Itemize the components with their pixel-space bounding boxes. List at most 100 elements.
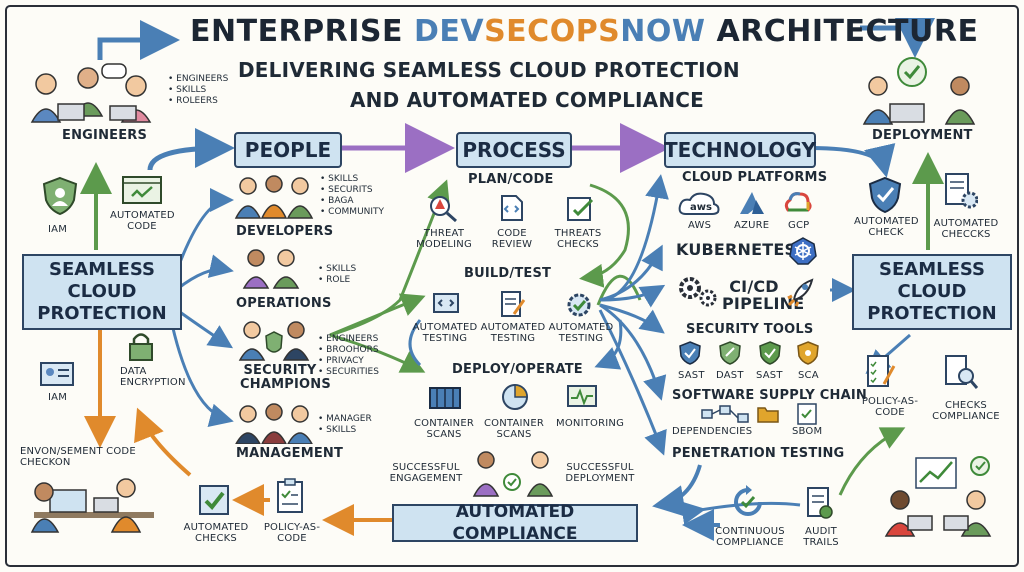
management-group-icon xyxy=(235,403,313,444)
subtitle-line2: and Automated Compliance xyxy=(350,88,705,112)
team-report-icon xyxy=(884,456,992,537)
page-title: Enterprise DevSecOpsNow Architecture xyxy=(190,14,978,49)
dast-shield-icon xyxy=(719,341,741,365)
title-dev: Dev xyxy=(413,14,485,49)
deploy-operate-label: Deploy/Operate xyxy=(452,362,583,377)
dependency-graph-icon xyxy=(701,405,749,423)
tool-sast: SAST xyxy=(678,370,705,381)
successful-engagement-label: Successful Engagement xyxy=(389,462,463,484)
security-tools-label: Security Tools xyxy=(686,322,814,337)
data-encryption-label: Data Encryption xyxy=(120,366,186,388)
successful-deployment-label: Successful Deployment xyxy=(565,462,635,484)
sbom-doc-icon xyxy=(797,403,817,425)
gcp-logo-icon xyxy=(784,192,812,212)
container-icon xyxy=(429,387,461,409)
clipboard-icon xyxy=(277,478,303,513)
build-test-label: Build/Test xyxy=(464,266,552,281)
title-part2: Architecture xyxy=(705,14,979,49)
sast-shield-2-icon xyxy=(759,341,781,365)
build-step-2: Automated Testing xyxy=(480,322,546,344)
process-header: Process xyxy=(456,132,572,168)
code-file-icon xyxy=(501,195,523,221)
tool-sca: SCA xyxy=(798,370,819,381)
left-seamless-banner: Seamless Cloud Protection xyxy=(22,254,182,330)
penetration-testing-label: Penetration Testing xyxy=(672,446,845,461)
title-sec: SecOps xyxy=(484,14,621,49)
continuous-compliance-label: Continuous Compliance xyxy=(715,526,785,548)
outer-frame xyxy=(5,5,1019,567)
edit-doc-icon xyxy=(501,291,526,317)
security-champions-label: Security Champions xyxy=(240,363,331,392)
continuous-cycle-icon xyxy=(734,485,762,516)
management-bullets: • Manager • Skills xyxy=(318,414,372,435)
left-automated-checks-label: Automated Checks xyxy=(183,522,249,544)
plan-code-label: Plan/Code xyxy=(468,172,554,187)
plan-step-1: Threat Modeling xyxy=(416,228,472,250)
folder-icon xyxy=(757,407,779,423)
title-now: Now xyxy=(620,14,706,49)
developers-bullets: • Skills • Securits • Baga • Community xyxy=(320,174,385,217)
threat-magnifier-icon xyxy=(430,196,457,222)
right-automated-checks-label: Automated Checcks xyxy=(933,218,999,240)
engineers-label: Engineers xyxy=(62,128,148,143)
operations-group-icon xyxy=(242,249,300,289)
code-monitor-icon xyxy=(433,293,459,313)
people-header: People xyxy=(234,132,342,168)
sast-shield-icon xyxy=(679,341,701,365)
arrow-top-right xyxy=(860,18,935,58)
deploy-step-3: Monitoring xyxy=(556,418,625,429)
env-code-check-label: Envon/Sement Code Checkon xyxy=(20,446,136,468)
checklist-pencil-icon xyxy=(867,355,896,387)
compliance-magnifier-icon xyxy=(945,355,978,389)
pie-scan-icon xyxy=(502,384,528,410)
cicd-pipeline-label: CI/CD Pipeline xyxy=(722,277,805,313)
audit-trails-label: Audit Trails xyxy=(803,526,839,548)
aws-cloud-icon: aws xyxy=(678,192,720,215)
cloud-azure: Azure xyxy=(734,220,770,231)
azure-logo-icon xyxy=(740,192,764,214)
supply-sbom: SBOM xyxy=(792,426,823,437)
supply-chain-label: Software Supply Chain xyxy=(672,388,867,403)
kubernetes-label: Kubernetes xyxy=(676,240,797,259)
shield-check-icon xyxy=(868,176,902,214)
deploy-step-2: Container Scans xyxy=(483,418,544,440)
automated-code-label: Automated Code xyxy=(110,210,175,232)
check-box-icon xyxy=(199,485,229,515)
automated-compliance-banner: Automated Compliance xyxy=(392,502,638,544)
cicd-gears-icon xyxy=(679,277,717,307)
celebration-people-icon xyxy=(472,451,554,497)
gear-check-icon xyxy=(567,293,591,317)
sca-shield-icon xyxy=(797,341,819,365)
arrow-engineers-people xyxy=(147,128,235,171)
build-step-1: Automated Testing xyxy=(412,322,478,344)
supply-dependencies: Dependencies xyxy=(672,426,753,437)
deployment-label: Deployment xyxy=(872,128,973,143)
padlock-icon xyxy=(129,333,153,361)
tool-sast-2: SAST xyxy=(756,370,783,381)
cloud-platforms-label: Cloud Platforms xyxy=(682,170,828,185)
developers-label: Developers xyxy=(236,224,334,239)
cloud-aws: AWS xyxy=(688,220,712,231)
left-iam-label: IAM xyxy=(48,224,68,235)
audit-doc-icon xyxy=(807,487,833,519)
engineers-bullets: • Engineers • Skills • Roleers xyxy=(168,74,229,106)
operations-bullets: • Skills • Role xyxy=(318,264,357,285)
doc-gear-icon xyxy=(945,173,978,209)
right-policy-label: Policy-as-Code xyxy=(861,396,919,418)
arrow-top-left xyxy=(97,20,180,60)
developers-group-icon xyxy=(234,175,314,219)
checks-compliance-label: Checks Compliance xyxy=(932,400,1000,422)
id-card-icon xyxy=(40,362,74,386)
management-label: Management xyxy=(236,446,344,461)
threat-checks-icon xyxy=(567,197,594,221)
rocket-icon xyxy=(787,278,814,307)
code-window-icon xyxy=(122,176,162,204)
left-iam2-label: IAM xyxy=(48,392,68,403)
shield-user-icon xyxy=(42,176,78,216)
operations-label: Operations xyxy=(236,296,332,311)
monitoring-icon xyxy=(567,385,597,407)
subtitle-line1: Delivering Seamless Cloud Protection xyxy=(238,58,740,82)
security-champions-icon xyxy=(238,321,310,361)
tool-dast: DAST xyxy=(716,370,744,381)
